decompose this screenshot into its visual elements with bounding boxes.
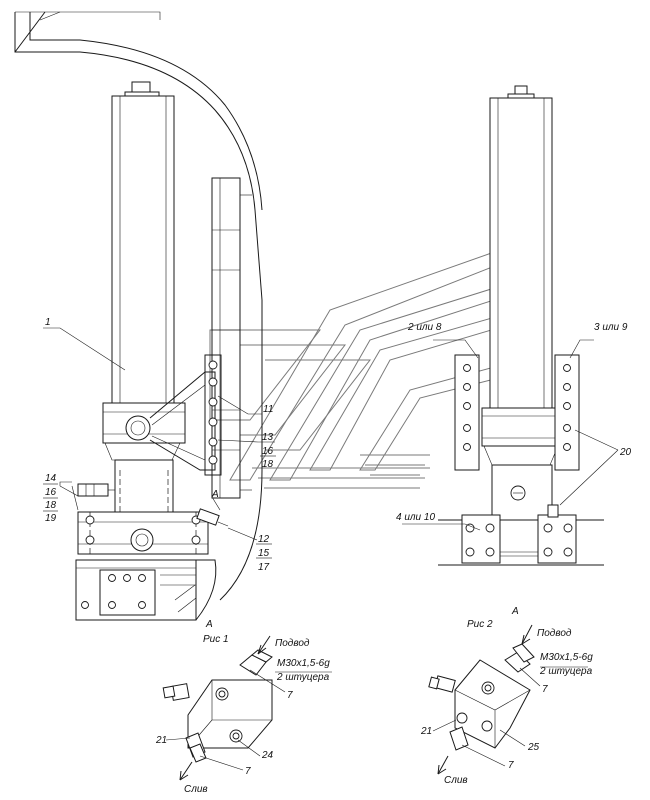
callout-1: 1 — [45, 317, 51, 328]
detail2-drain-label: Слив — [444, 775, 468, 786]
callout-14: 14 — [45, 473, 57, 484]
lower-mount-right — [438, 504, 604, 566]
view-labels: A A Рис 1 Рис 2 — [203, 606, 519, 645]
figure-label-2: Рис 2 — [467, 619, 493, 630]
detail-1-labels: Подвод M30x1,5-6g 2 штуцера 7 21 24 7 Сл… — [155, 638, 330, 795]
callout-16b: 16 — [45, 487, 57, 498]
detail2-callout-7a: 7 — [542, 684, 548, 695]
callout-17: 17 — [258, 562, 270, 573]
callout-A-arrow: A — [211, 489, 219, 500]
detail2-callout-21: 21 — [420, 726, 432, 737]
detail1-fittings-label: 2 штуцера — [276, 672, 330, 683]
bracket-bolts-left — [204, 354, 222, 476]
callout-18b: 18 — [45, 500, 57, 511]
side-plates-right — [454, 354, 580, 471]
detail1-callout-21: 21 — [155, 735, 167, 746]
valve-detail-1 — [162, 635, 273, 781]
detail-2-labels: Подвод M30x1,5-6g 2 штуцера 7 21 25 7 Сл… — [420, 628, 593, 786]
callout-underlines — [43, 455, 276, 559]
callout-3-or-9: 3 или 9 — [594, 322, 628, 333]
detail1-thread-label: M30x1,5-6g — [277, 658, 330, 669]
callout-13: 13 — [262, 432, 274, 443]
leader-lines — [43, 327, 619, 771]
callout-19: 19 — [45, 513, 57, 524]
detail1-callout-7a: 7 — [287, 690, 293, 701]
callout-16a: 16 — [262, 446, 274, 457]
detail1-supply-label: Подвод — [275, 638, 310, 649]
body-frame-left — [14, 11, 263, 601]
detail2-supply-label: Подвод — [537, 628, 572, 639]
view-label-right: A — [511, 606, 519, 617]
detail2-callout-7b: 7 — [508, 760, 514, 771]
callout-labels: 1 11 13 16 18 14 16 18 19 A 12 15 17 2 и… — [45, 317, 632, 573]
callout-12: 12 — [258, 534, 270, 545]
detail2-fittings-label: 2 штуцера — [539, 666, 593, 677]
hydraulic-cylinder-left — [102, 81, 216, 521]
view-label-left: A — [205, 619, 213, 630]
callout-2-or-8: 2 или 8 — [407, 322, 442, 333]
figure-label-1: Рис 1 — [203, 634, 229, 645]
callout-4-or-10: 4 или 10 — [396, 512, 435, 523]
detail2-thread-label: M30x1,5-6g — [540, 652, 593, 663]
valve-detail-2 — [428, 624, 535, 775]
callout-11: 11 — [263, 404, 273, 415]
lower-mount-left — [75, 483, 229, 621]
detail1-callout-24: 24 — [261, 750, 274, 761]
hydraulic-cylinder-right — [481, 85, 561, 521]
detail1-drain-label: Слив — [184, 784, 208, 795]
detail1-callout-7b: 7 — [245, 766, 251, 777]
callout-18a: 18 — [262, 459, 274, 470]
detail2-callout-25: 25 — [527, 742, 540, 753]
callout-20: 20 — [619, 447, 632, 458]
callout-15: 15 — [258, 548, 270, 559]
